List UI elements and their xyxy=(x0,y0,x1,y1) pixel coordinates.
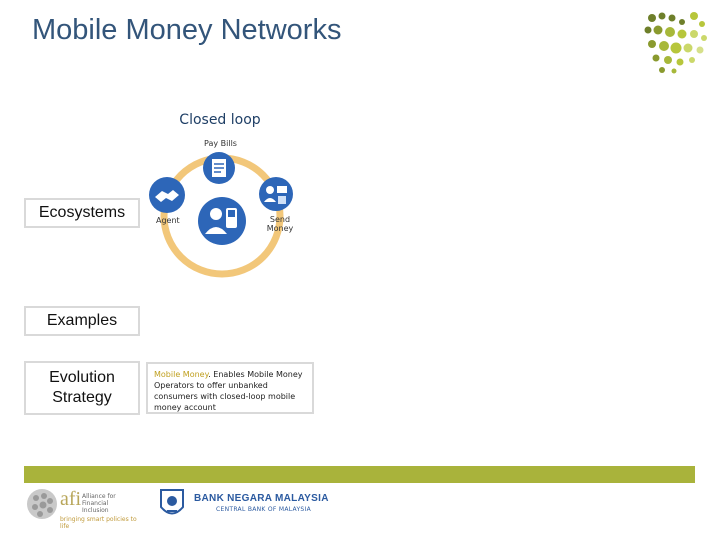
bill-icon xyxy=(203,152,235,184)
example-separator: . xyxy=(208,370,214,379)
afi-subtitle: Alliance for Financial Inclusion xyxy=(82,493,116,514)
bank-name: BANK NEGARA MALAYSIA xyxy=(194,493,329,504)
ecosystems-label: Ecosystems xyxy=(24,198,140,228)
afi-name: afi xyxy=(60,488,82,510)
mobile-user-icon xyxy=(198,197,246,245)
bank-negara-logo: BANK NEGARA MALAYSIA CENTRAL BANK OF MAL… xyxy=(158,487,330,523)
bank-subtitle: CENTRAL BANK OF MALAYSIA xyxy=(216,506,311,513)
example-highlight: Mobile Money xyxy=(154,370,209,379)
closed-loop-title: Closed loop xyxy=(179,112,261,128)
pay-bills-label: Pay Bills xyxy=(204,139,237,148)
afi-globe-icon xyxy=(27,489,57,519)
handshake-icon xyxy=(149,177,185,213)
example-description: Mobile Money. Enables Mobile Money Opera… xyxy=(146,362,314,414)
afi-logo: afi Alliance for Financial Inclusion bri… xyxy=(26,488,138,530)
send-money-icon xyxy=(259,177,293,211)
page-title: Mobile Money Networks xyxy=(32,14,342,46)
dots-logo-icon xyxy=(644,12,707,74)
example-text: Enables Mobile Money Operators to offer … xyxy=(154,370,303,412)
bank-crest-icon xyxy=(160,489,184,515)
evolution-strategy-label: Evolution Strategy xyxy=(24,361,140,415)
send-money-label: Send Money xyxy=(266,215,294,233)
agent-label: Agent xyxy=(156,216,180,225)
examples-label: Examples xyxy=(24,306,140,336)
afi-tagline: bringing smart policies to life xyxy=(60,516,137,530)
footer-bar xyxy=(24,466,695,483)
closed-loop-diagram: Pay Bills Agent Send Money xyxy=(140,134,310,284)
